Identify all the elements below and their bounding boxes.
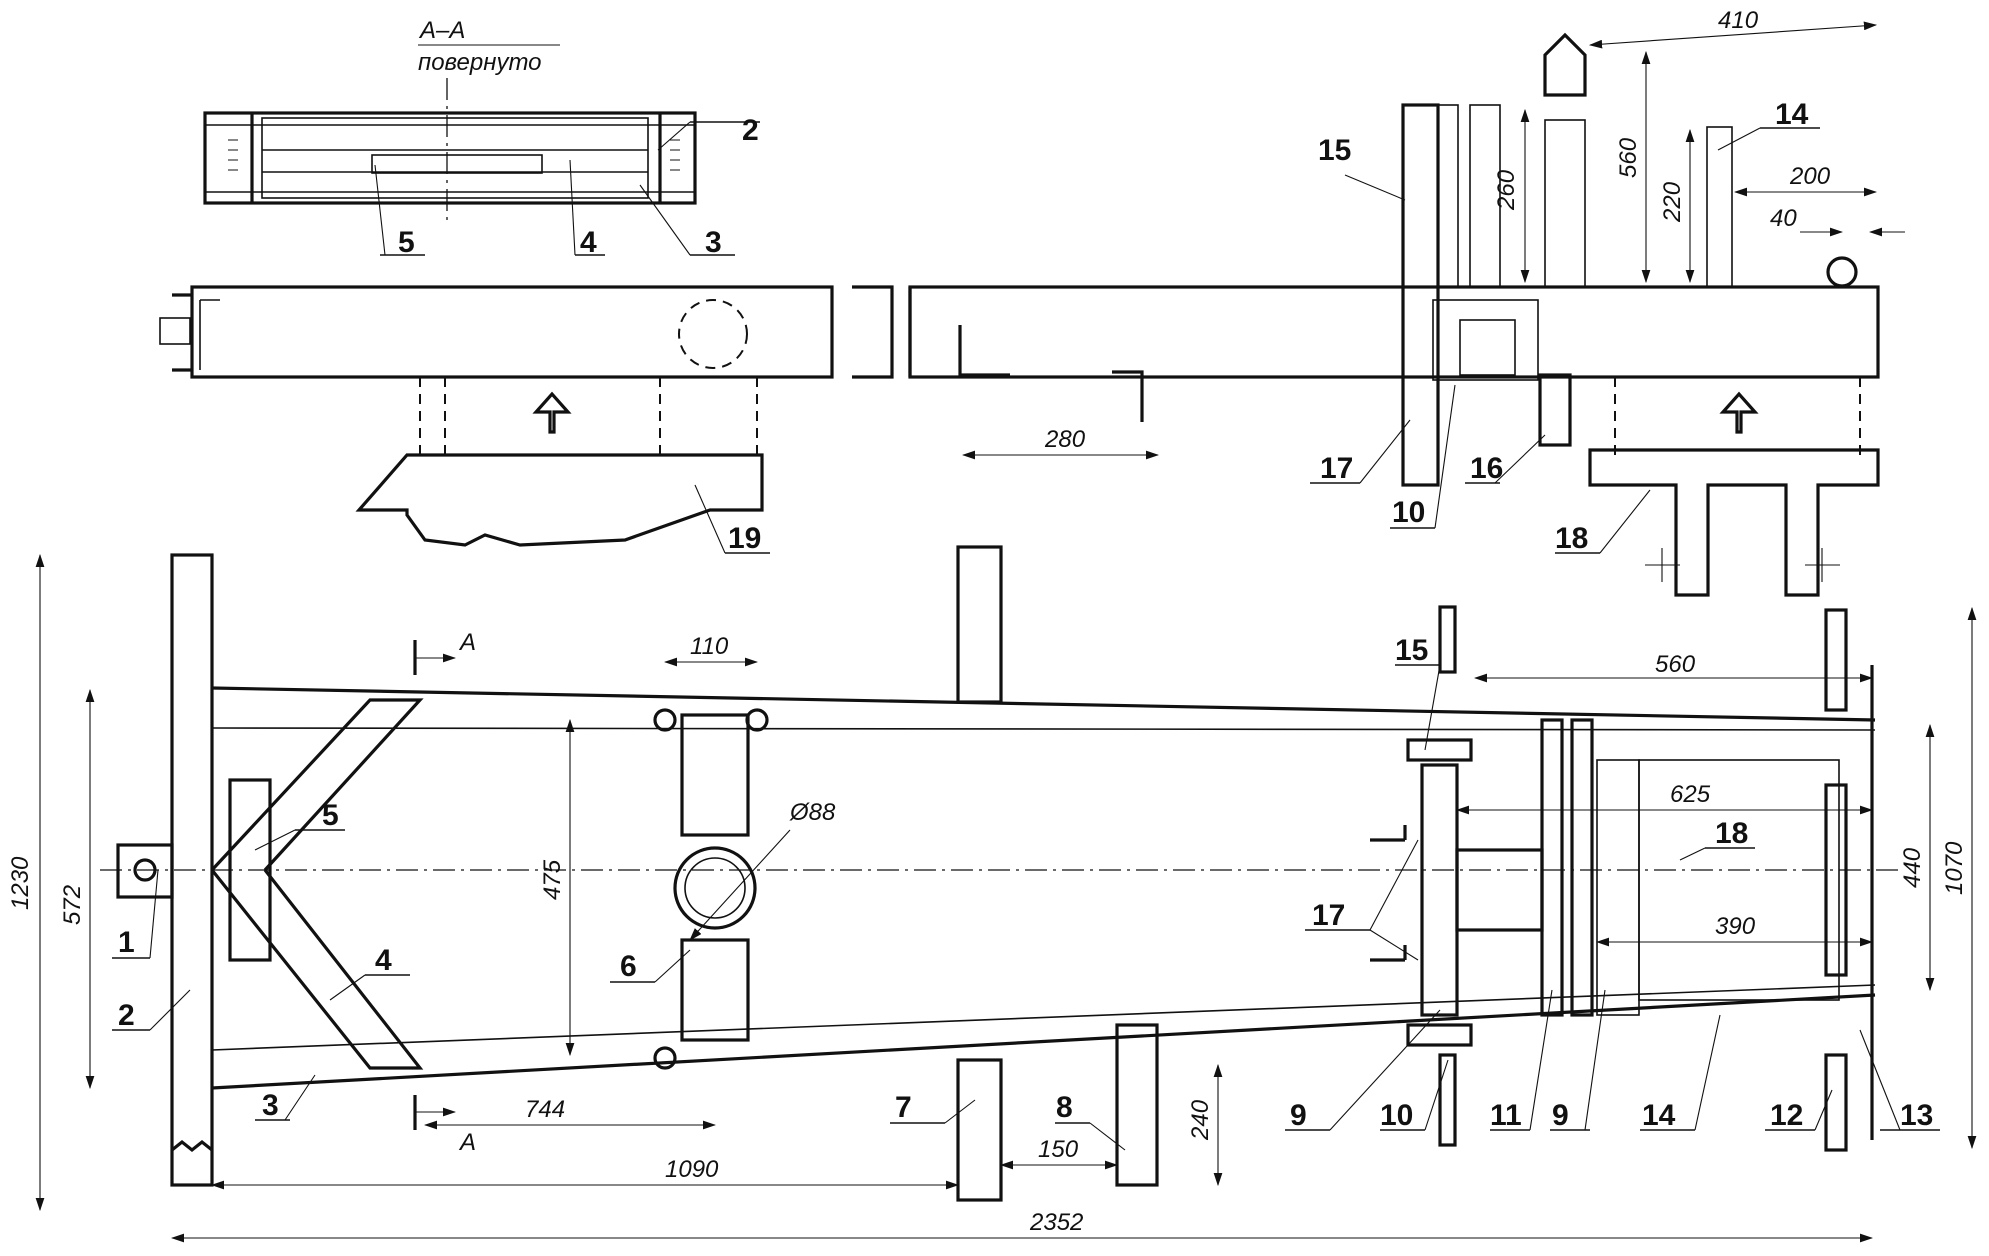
callout-1-plan: 1 xyxy=(118,926,135,959)
dim-1230: 1230 xyxy=(7,856,34,910)
callout-14-elev: 14 xyxy=(1775,98,1809,131)
dim-560-top: 560 xyxy=(1615,137,1642,178)
callout-18-elev: 18 xyxy=(1555,522,1588,555)
dim-744: 744 xyxy=(525,1096,565,1123)
dim-150: 150 xyxy=(1038,1136,1079,1163)
callout-18-plan: 18 xyxy=(1715,817,1748,850)
dim-88: Ø88 xyxy=(789,799,836,826)
callouts: 2 5 4 3 15 14 17 16 10 18 19 1 2 3 4 5 6 xyxy=(112,98,1940,1151)
dim-560-plan: 560 xyxy=(1655,651,1696,678)
callout-5-plan: 5 xyxy=(322,799,339,832)
callout-9-plan-left: 9 xyxy=(1290,1099,1307,1132)
callout-15-plan: 15 xyxy=(1395,634,1428,667)
dim-572: 572 xyxy=(59,885,86,925)
dim-40: 40 xyxy=(1770,205,1797,232)
dim-240: 240 xyxy=(1187,1099,1214,1141)
dim-1070: 1070 xyxy=(1941,841,1968,895)
elevation-view xyxy=(159,32,1880,597)
callout-8-plan: 8 xyxy=(1056,1091,1073,1124)
dim-390: 390 xyxy=(1715,913,1756,940)
dimensions: 410 560 260 220 200 40 280 110 Ø88 475 5… xyxy=(7,7,1977,1243)
dim-410: 410 xyxy=(1718,7,1759,34)
callout-7-plan: 7 xyxy=(895,1091,912,1124)
callout-2-section: 2 xyxy=(742,114,759,147)
callout-14-plan: 14 xyxy=(1642,1099,1676,1132)
callout-17-plan: 17 xyxy=(1312,899,1345,932)
callout-15-elev: 15 xyxy=(1318,134,1351,167)
callout-19-elev: 19 xyxy=(728,522,761,555)
callout-4-section: 4 xyxy=(580,226,597,259)
dim-625: 625 xyxy=(1670,781,1711,808)
section-marker-top: А xyxy=(458,629,476,656)
callout-11-plan: 11 xyxy=(1490,1099,1522,1132)
dim-220: 220 xyxy=(1659,181,1686,223)
callout-3-section: 3 xyxy=(705,226,722,259)
callout-9-plan-right: 9 xyxy=(1552,1099,1569,1132)
callout-17-elev: 17 xyxy=(1320,452,1353,485)
dim-260: 260 xyxy=(1493,169,1520,211)
dim-2352: 2352 xyxy=(1029,1209,1083,1236)
section-aa-view: А–А повернуто xyxy=(203,17,697,225)
plan-view xyxy=(100,545,1900,1202)
callout-4-plan: 4 xyxy=(375,944,392,977)
callout-3-plan: 3 xyxy=(262,1089,279,1122)
section-subtitle: повернуто xyxy=(418,49,542,76)
dim-280: 280 xyxy=(1044,426,1086,453)
callout-2-plan: 2 xyxy=(118,999,135,1032)
dim-1090: 1090 xyxy=(665,1156,719,1183)
section-title: А–А xyxy=(418,17,465,44)
callout-6-plan: 6 xyxy=(620,950,637,983)
section-marker-bottom: А xyxy=(458,1129,476,1156)
dim-440: 440 xyxy=(1899,847,1926,888)
dim-110: 110 xyxy=(690,633,729,660)
dim-475: 475 xyxy=(539,859,566,900)
callout-12-plan: 12 xyxy=(1770,1099,1803,1132)
dim-200: 200 xyxy=(1789,163,1831,190)
callout-10-plan: 10 xyxy=(1380,1099,1413,1132)
callout-10-elev: 10 xyxy=(1392,496,1425,529)
callout-5-section: 5 xyxy=(398,226,415,259)
section-markers: А А xyxy=(413,629,476,1156)
callout-16-elev: 16 xyxy=(1470,452,1503,485)
callout-13-plan: 13 xyxy=(1900,1099,1933,1132)
